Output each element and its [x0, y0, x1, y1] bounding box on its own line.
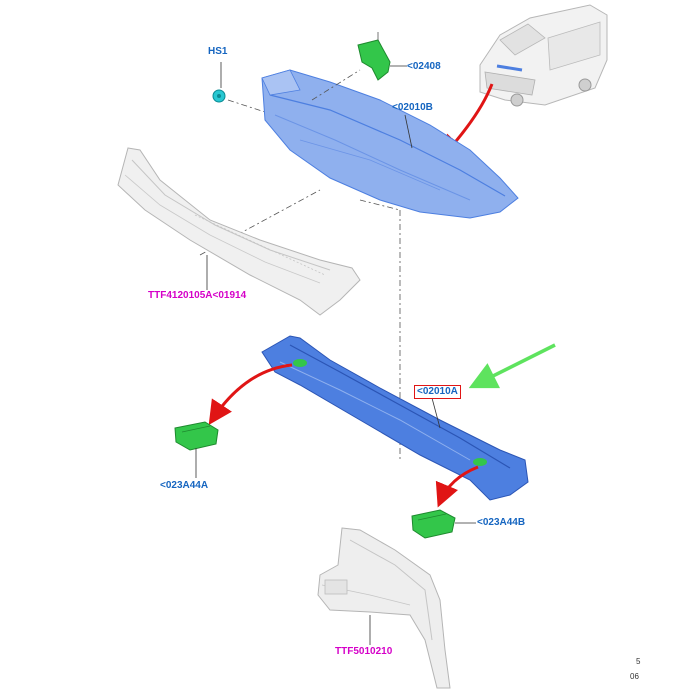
- footer-revision: 06: [630, 672, 639, 681]
- callout-ttf5010210[interactable]: TTF5010210: [335, 646, 393, 657]
- callout-02010b[interactable]: <02010B: [392, 102, 433, 113]
- callout-02408[interactable]: <02408: [407, 61, 441, 72]
- green-arrow: [468, 343, 556, 389]
- bracket-icon: [357, 32, 407, 81]
- bracket-icon: [411, 509, 476, 539]
- cowl-panel-upper: [261, 69, 519, 219]
- red-arrow: [435, 465, 479, 508]
- clip-icon: [212, 62, 226, 103]
- callout-023a44b[interactable]: <023A44B: [477, 517, 526, 528]
- footer-page-number: 5: [636, 657, 641, 666]
- red-arrow: [208, 363, 293, 426]
- cowl-top-ghost: [117, 147, 361, 316]
- callout-02010a[interactable]: <02010A: [414, 385, 461, 399]
- bracket-icon: [174, 421, 219, 478]
- van-illustration: [479, 4, 608, 107]
- pillar-bracket-ghost: [317, 527, 451, 689]
- callout-023a44a[interactable]: <023A44A: [160, 480, 209, 491]
- callout-hs1[interactable]: HS1: [208, 46, 228, 57]
- callout-ttf4120105a[interactable]: TTF4120105A<01914: [148, 290, 247, 301]
- cross-member-lower: [261, 335, 529, 501]
